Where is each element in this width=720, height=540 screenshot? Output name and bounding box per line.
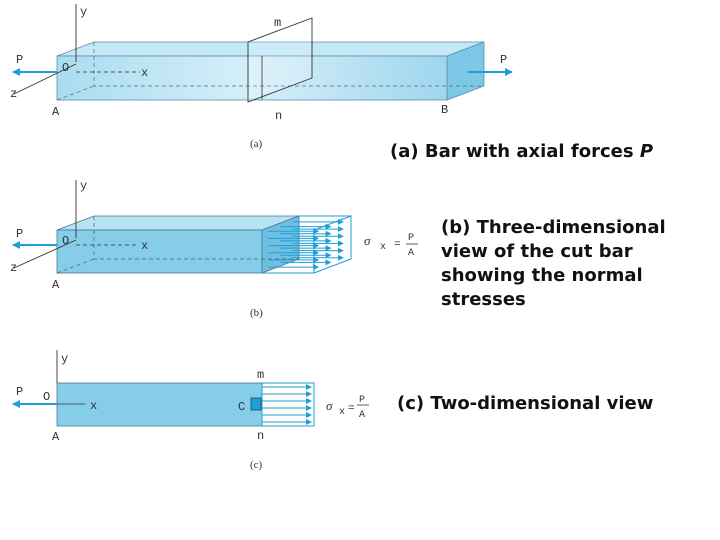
stress-arrows-c bbox=[262, 384, 312, 425]
label-b-z: z bbox=[10, 261, 17, 275]
figure-c-two-dimensional: C y x O A m n P σ x = P A (c) bbox=[12, 350, 369, 471]
label-c-point-a: A bbox=[52, 430, 60, 444]
stress-envelope-b bbox=[313, 215, 352, 274]
figure-a-bar-with-axial-forces: y z x O m n A B P P (a) bbox=[10, 4, 513, 150]
figure-b-cut-bar-3d: y z x O A P σ x = P A (b) bbox=[10, 179, 418, 319]
formula-b-numerator: P bbox=[408, 233, 414, 244]
bar-b-hidden-edges bbox=[93, 216, 299, 260]
bar-b-top-face bbox=[56, 215, 300, 231]
stress-element-c bbox=[250, 397, 262, 411]
stress-envelope-c bbox=[261, 382, 315, 427]
label-a-point-b: B bbox=[441, 103, 448, 117]
label-a-m: m bbox=[274, 16, 281, 30]
formula-b-equals: = bbox=[394, 239, 401, 251]
caption-a-text: (a) Bar with axial forces bbox=[390, 141, 640, 162]
formula-c-numerator: P bbox=[359, 395, 365, 406]
label-c-n: n bbox=[257, 429, 264, 443]
cutting-plane-mn bbox=[247, 17, 313, 103]
label-a-p-right: P bbox=[500, 53, 507, 67]
label-a-p-left: P bbox=[16, 53, 23, 67]
label-a-point-a: A bbox=[52, 105, 60, 119]
caption-a-symbol: P bbox=[639, 141, 654, 162]
label-a-origin: O bbox=[62, 61, 69, 75]
formula-b-denominator: A bbox=[408, 248, 414, 259]
axis-a-z bbox=[13, 63, 77, 95]
formula-b-sigma: σ bbox=[364, 233, 371, 248]
label-c-origin: O bbox=[43, 390, 50, 404]
label-c-point-c: C bbox=[238, 400, 245, 414]
label-b-point-a: A bbox=[52, 278, 60, 292]
axis-b-z bbox=[13, 239, 77, 269]
bar-a-hidden-edges bbox=[93, 42, 484, 87]
label-a-n: n bbox=[275, 109, 282, 123]
sublabel-a: (a) bbox=[250, 138, 263, 150]
caption-a: (a) Bar with axial forces P bbox=[390, 140, 653, 164]
stress-formula-b: σ x = P A bbox=[364, 233, 418, 259]
bar-c-body bbox=[56, 382, 263, 427]
formula-c-sigma: σ bbox=[326, 398, 333, 413]
label-c-x: x bbox=[90, 399, 97, 413]
formula-b-sub-x: x bbox=[380, 242, 386, 253]
sublabel-b: (b) bbox=[250, 307, 263, 319]
label-c-y: y bbox=[61, 352, 68, 366]
stress-formula-c: σ x = P A bbox=[326, 395, 369, 421]
bar-a-front-face bbox=[56, 55, 448, 101]
caption-c: (c) Two-dimensional view bbox=[397, 393, 654, 414]
label-b-p: P bbox=[16, 227, 23, 241]
sublabel-c: (c) bbox=[250, 459, 263, 471]
caption-b: (b) Three-dimensional view of the cut ba… bbox=[441, 217, 666, 310]
label-a-y: y bbox=[80, 5, 87, 19]
label-c-m: m bbox=[257, 368, 264, 382]
label-b-origin: O bbox=[62, 234, 69, 248]
label-c-p: P bbox=[16, 385, 23, 399]
bar-b-front-face bbox=[56, 229, 263, 274]
label-b-x: x bbox=[141, 239, 148, 253]
formula-c-equals: = bbox=[348, 403, 355, 415]
label-b-y: y bbox=[80, 179, 87, 193]
formula-c-sub-x: x bbox=[339, 407, 345, 418]
label-a-z: z bbox=[10, 87, 17, 101]
label-a-x: x bbox=[141, 66, 148, 80]
stress-arrows-b bbox=[268, 218, 344, 271]
formula-c-denominator: A bbox=[359, 410, 365, 421]
